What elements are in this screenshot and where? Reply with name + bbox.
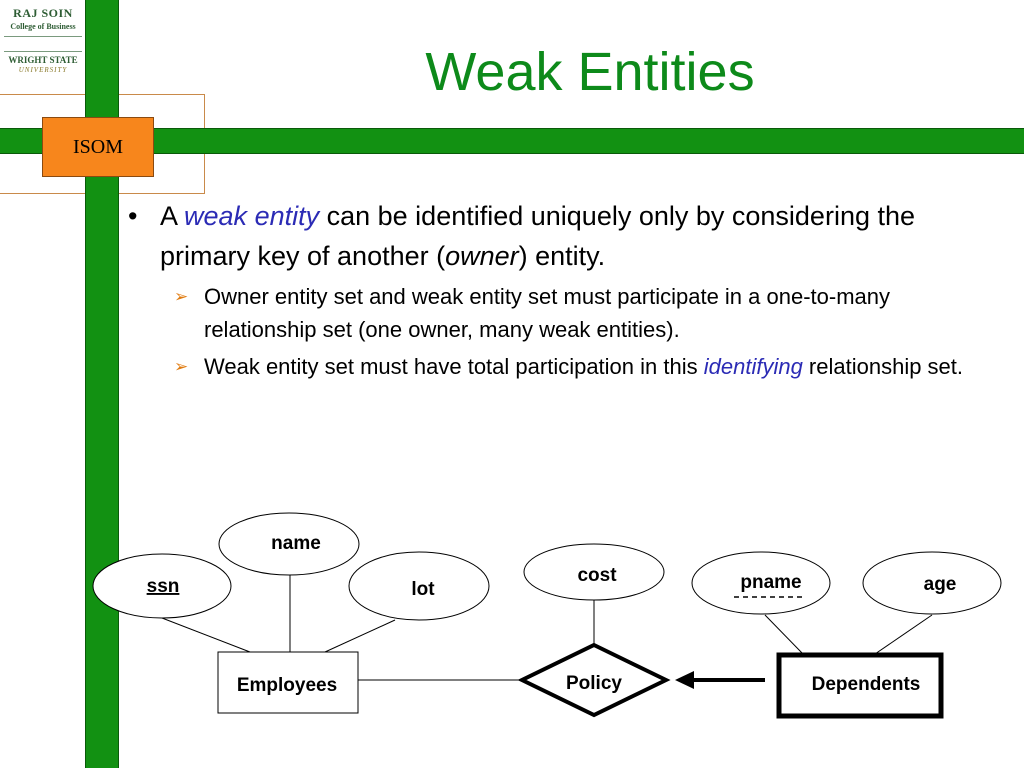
sub-bullet-item: ➢ Weak entity set must have total partic…: [124, 350, 1004, 383]
bullet-text: A: [160, 201, 185, 231]
policy-relationship: [517, 642, 671, 718]
name-attribute-label: name: [271, 533, 321, 554]
ssn-key-label: ssn: [147, 576, 180, 597]
name-attribute: [218, 512, 360, 576]
pname-connector: [764, 614, 804, 655]
bullet-text: ) entity.: [518, 241, 606, 271]
arrow-bullet-icon: ➢: [174, 357, 189, 376]
identifying-term: identifying: [703, 354, 803, 379]
sub-bullet-text: relationship set.: [802, 354, 964, 379]
lot-attribute-label: lot: [411, 579, 435, 600]
employees-entity-label: Employees: [237, 675, 337, 696]
policy-relationship-label: Policy: [566, 673, 622, 694]
ssn-attribute: [92, 553, 232, 619]
logo-line-2: College of Business: [10, 22, 76, 31]
logo-line-3: WRIGHT STATE: [8, 55, 78, 65]
age-connector: [874, 614, 933, 655]
logo-line-1: RAJ SOIN: [13, 6, 73, 20]
bullet-list: • A weak entity can be identified unique…: [124, 196, 1004, 383]
sub-bullet-text: Weak entity set must have total particip…: [204, 354, 704, 379]
pname-attribute: [691, 551, 831, 615]
bullet-item: • A weak entity can be identified unique…: [124, 196, 1004, 276]
identifying-arrowhead: [675, 671, 694, 689]
sub-bullet-item: ➢ Owner entity set and weak entity set m…: [124, 280, 1004, 346]
ssn-connector: [161, 617, 251, 653]
arrow-bullet-icon: ➢: [174, 287, 189, 306]
dependents-weak-entity: [776, 652, 944, 719]
owner-term: owner: [445, 241, 519, 271]
pname-partial-key-label: pname: [740, 572, 801, 593]
logo-rule: [4, 51, 82, 52]
horizontal-green-bar: [0, 128, 1024, 154]
isom-badge: ISOM: [42, 117, 154, 177]
slide-title: Weak Entities: [425, 42, 755, 102]
lot-attribute: [348, 551, 490, 621]
cost-attribute: [523, 543, 665, 601]
cost-attribute-label: cost: [577, 565, 617, 586]
age-attribute: [862, 551, 1002, 615]
lot-connector: [324, 619, 396, 653]
employees-entity: [217, 651, 359, 714]
dependents-entity-label: Dependents: [812, 674, 921, 695]
age-attribute-label: age: [924, 574, 957, 595]
logo-rule: [4, 36, 82, 37]
college-logo: RAJ SOIN College of Business WRIGHT STAT…: [0, 0, 86, 94]
bullet-text: can be identified uniquely only by consi…: [160, 201, 916, 271]
weak-entity-term: weak entity: [184, 201, 320, 231]
sub-bullet-text: Owner entity set and weak entity set mus…: [204, 284, 890, 342]
logo-line-4: UNIVERSITY: [18, 66, 68, 74]
bullet-dot: •: [128, 201, 138, 231]
